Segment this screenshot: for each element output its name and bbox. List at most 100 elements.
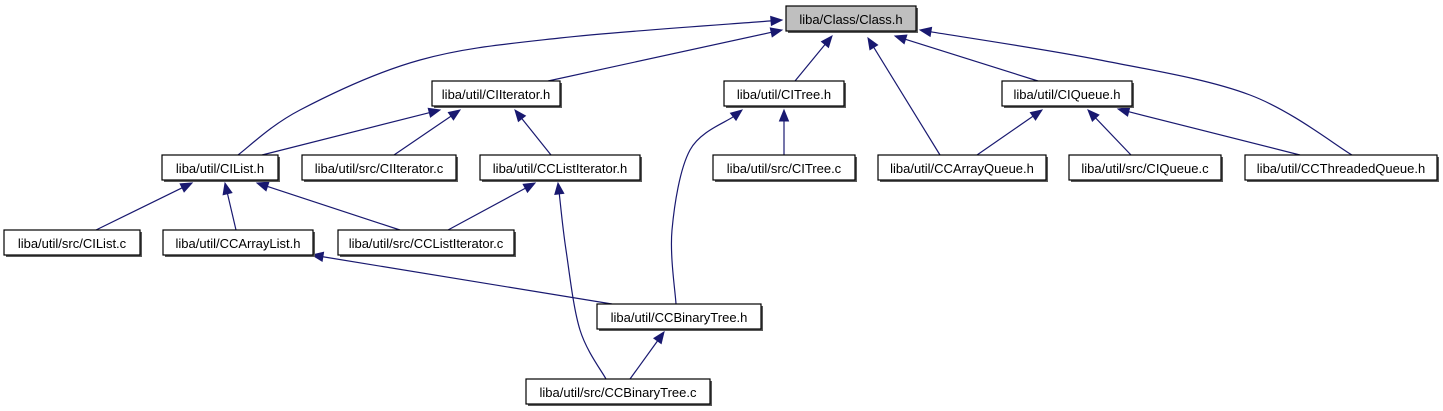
arrowhead-icon bbox=[867, 36, 879, 51]
node-cclistiterator-c[interactable]: liba/util/src/CCListIterator.c bbox=[337, 229, 516, 257]
edge-line bbox=[393, 115, 452, 156]
edge-line bbox=[873, 47, 941, 156]
node-ccbinarytree-h[interactable]: liba/util/CCBinaryTree.h bbox=[596, 303, 763, 331]
node-label[interactable]: liba/util/CCBinaryTree.h bbox=[611, 310, 748, 325]
node-label[interactable]: liba/util/src/CIQueue.c bbox=[1081, 161, 1209, 176]
arrowhead-icon bbox=[820, 34, 833, 49]
root-node-box[interactable] bbox=[785, 5, 917, 32]
node-box[interactable] bbox=[1068, 154, 1222, 181]
edge-ccbinarytree_h-to-cltree_h bbox=[670, 109, 744, 305]
edge-cclistiterator_c-to-cllist_h bbox=[255, 181, 401, 231]
node-box[interactable] bbox=[723, 80, 845, 107]
node-label[interactable]: liba/util/CIQueue.h bbox=[1014, 87, 1121, 102]
node-label[interactable]: liba/util/CCListIterator.h bbox=[493, 161, 627, 176]
node-ccarraylist-h[interactable]: liba/util/CCArrayList.h bbox=[162, 229, 315, 257]
edge-cclistiterator_c-to-cclistiterator_h bbox=[447, 182, 537, 231]
arrowhead-icon bbox=[653, 330, 665, 345]
edge-line bbox=[794, 44, 826, 82]
arrowhead-icon bbox=[447, 109, 462, 121]
node-cllist-h[interactable]: liba/util/CIList.h bbox=[161, 154, 280, 182]
node-clqueue-c[interactable]: liba/util/src/CIQueue.c bbox=[1068, 154, 1223, 182]
node-box[interactable] bbox=[1001, 80, 1133, 107]
arrowhead-icon bbox=[893, 34, 908, 45]
node-box[interactable] bbox=[479, 154, 641, 181]
arrowhead-icon bbox=[179, 182, 194, 193]
arrowhead-icon bbox=[1116, 106, 1131, 117]
node-box[interactable] bbox=[3, 229, 141, 256]
arrowhead-icon bbox=[514, 108, 527, 123]
edge-line bbox=[322, 256, 613, 305]
edge-line bbox=[670, 116, 734, 305]
node-clqueue-h[interactable]: liba/util/CIQueue.h bbox=[1001, 80, 1134, 108]
edge-line bbox=[547, 31, 772, 82]
edge-cllist_c-to-cllist_h bbox=[95, 182, 194, 231]
node-box[interactable] bbox=[161, 154, 279, 181]
arrowhead-icon bbox=[729, 109, 744, 122]
node-box[interactable] bbox=[301, 154, 457, 181]
edge-ccarrayqueue_h-to-class_h bbox=[867, 36, 941, 156]
node-ccarrayqueue-h[interactable]: liba/util/CCArrayQueue.h bbox=[877, 154, 1048, 182]
edge-cliterator_h-to-class_h bbox=[547, 27, 784, 82]
node-label[interactable]: liba/util/CIList.h bbox=[176, 161, 264, 176]
node-label[interactable]: liba/util/CIIterator.h bbox=[442, 87, 550, 102]
edge-cltree_h-to-class_h bbox=[794, 34, 833, 82]
node-label[interactable]: liba/util/CCThreadedQueue.h bbox=[1257, 161, 1425, 176]
edge-clqueue_h-to-class_h bbox=[893, 34, 1039, 82]
node-ccbinarytree-c[interactable]: liba/util/src/CCBinaryTree.c bbox=[525, 378, 712, 406]
edge-line bbox=[226, 193, 237, 231]
node-box[interactable] bbox=[1244, 154, 1438, 181]
node-cllist-c[interactable]: liba/util/src/CIList.c bbox=[3, 229, 142, 257]
edge-ccarrayqueue_h-to-clqueue_h bbox=[976, 109, 1044, 156]
edge-line bbox=[905, 38, 1039, 82]
node-cliterator-c[interactable]: liba/util/src/CIIterator.c bbox=[301, 154, 458, 182]
arrowhead-icon bbox=[1029, 109, 1044, 121]
arrowhead-icon bbox=[427, 107, 442, 118]
edge-line bbox=[521, 118, 552, 156]
arrowhead-icon bbox=[778, 108, 790, 122]
edge-line bbox=[1128, 111, 1301, 156]
node-label[interactable]: liba/util/src/CIList.c bbox=[18, 236, 127, 251]
edge-line bbox=[976, 115, 1034, 156]
nodes-layer: liba/Class/Class.h liba/util/CIIterator.h… bbox=[3, 5, 1439, 406]
node-class-h[interactable]: liba/Class/Class.h bbox=[785, 5, 918, 33]
node-label[interactable]: liba/util/src/CCBinaryTree.c bbox=[539, 385, 697, 400]
arrowhead-icon bbox=[222, 181, 233, 196]
edge-line bbox=[261, 112, 430, 156]
node-box[interactable] bbox=[877, 154, 1047, 181]
node-box[interactable] bbox=[596, 303, 762, 330]
node-label[interactable]: liba/util/CCArrayQueue.h bbox=[890, 161, 1034, 176]
node-ccthreadedqueue-h[interactable]: liba/util/CCThreadedQueue.h bbox=[1244, 154, 1439, 182]
node-label[interactable]: liba/util/src/CIIterator.c bbox=[315, 161, 444, 176]
arrowhead-icon bbox=[255, 181, 270, 192]
node-label[interactable]: liba/util/CCArrayList.h bbox=[176, 236, 301, 251]
edge-line bbox=[558, 193, 607, 380]
edge-cclistiterator_h-to-cliterator_h bbox=[514, 108, 552, 156]
node-label[interactable]: liba/util/src/CITree.c bbox=[727, 161, 842, 176]
edge-cltree_c-to-cltree_h bbox=[778, 108, 790, 155]
arrowhead-icon bbox=[770, 15, 784, 27]
node-cliterator-h[interactable]: liba/util/CIIterator.h bbox=[431, 80, 562, 108]
node-box[interactable] bbox=[712, 154, 856, 181]
node-cclistiterator-h[interactable]: liba/util/CCListIterator.h bbox=[479, 154, 642, 182]
node-box[interactable] bbox=[337, 229, 515, 256]
node-cltree-h[interactable]: liba/util/CITree.h bbox=[723, 80, 846, 108]
node-label[interactable]: liba/util/src/CCListIterator.c bbox=[349, 236, 504, 251]
node-label[interactable]: liba/Class/Class.h bbox=[799, 12, 902, 27]
edge-line bbox=[930, 31, 1353, 156]
edge-line bbox=[95, 187, 183, 231]
edge-cllist_h-to-class_h bbox=[237, 15, 784, 156]
edge-line bbox=[1095, 117, 1132, 156]
edge-line bbox=[629, 340, 659, 380]
edge-ccbinarytree_c-to-ccbinarytree_h bbox=[629, 330, 665, 380]
node-label[interactable]: liba/util/CITree.h bbox=[737, 87, 831, 102]
edge-ccthreadedqueue_h-to-clqueue_h bbox=[1116, 106, 1301, 156]
node-box[interactable] bbox=[162, 229, 314, 256]
node-box[interactable] bbox=[431, 80, 561, 107]
edge-clqueue_c-to-clqueue_h bbox=[1087, 109, 1132, 156]
edge-line bbox=[447, 187, 526, 231]
edge-cllist_h-to-cliterator_h bbox=[261, 107, 442, 156]
edge-line bbox=[237, 20, 772, 156]
node-box[interactable] bbox=[525, 378, 711, 405]
node-cltree-c[interactable]: liba/util/src/CITree.c bbox=[712, 154, 857, 182]
